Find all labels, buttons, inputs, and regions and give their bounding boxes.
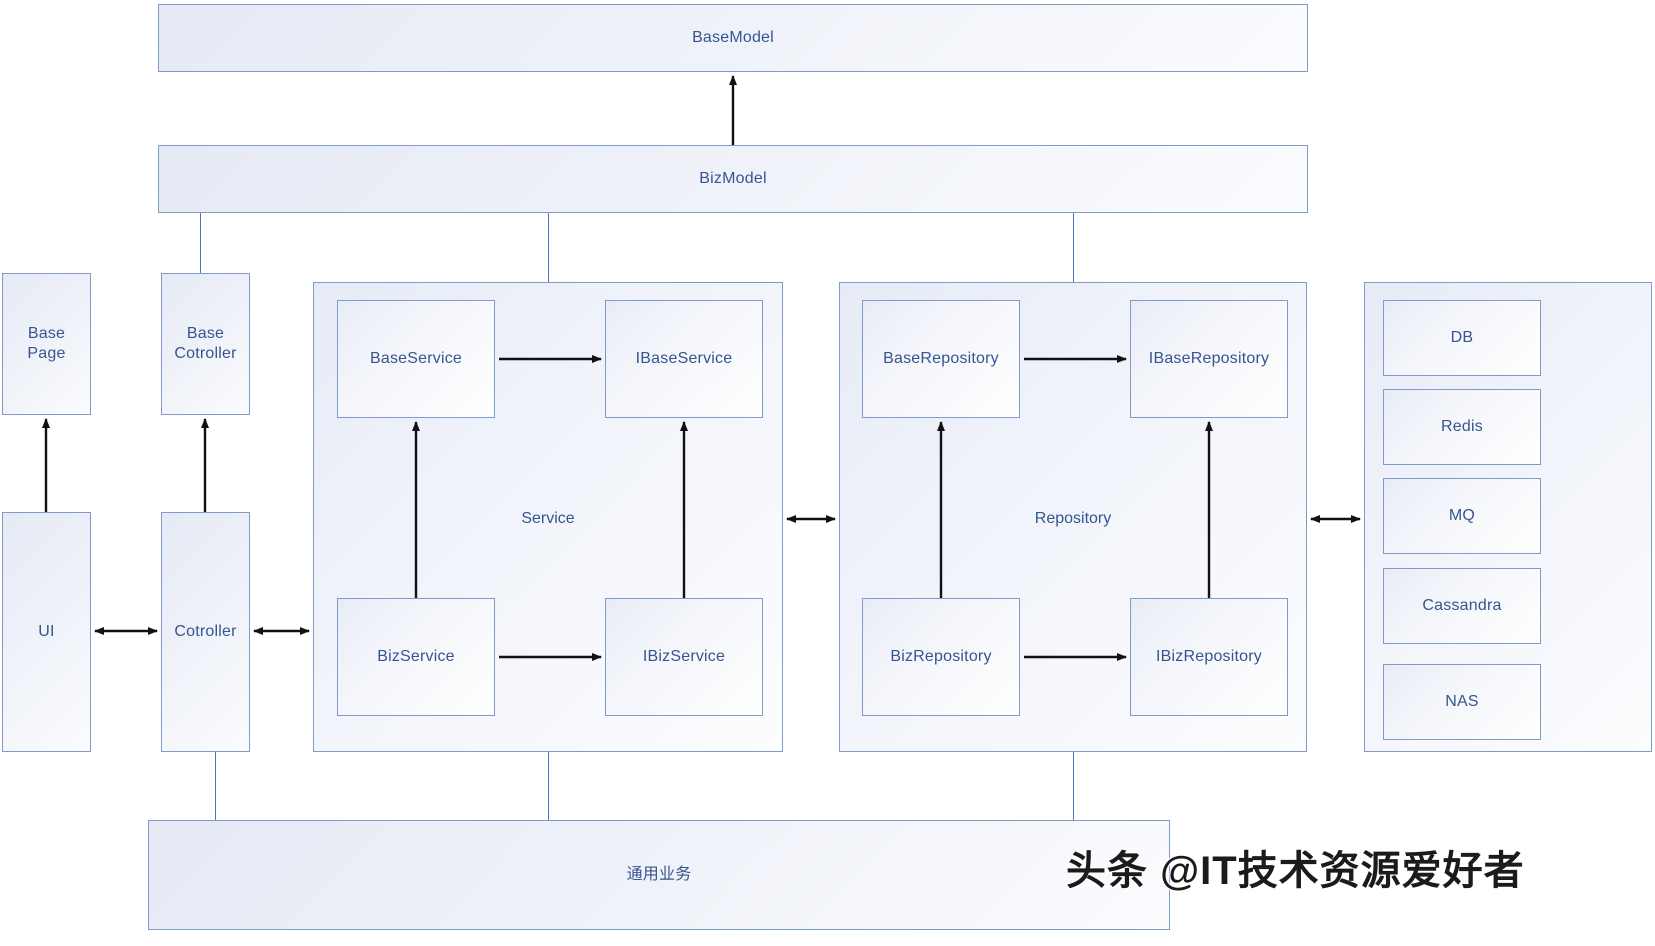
node-ibiz-service[interactable]: IBizService [605,598,763,716]
node-ibase-repository-label: IBaseRepository [1148,350,1270,367]
group-repository-label: Repository [1034,510,1112,527]
node-infra-cassandra-label: Cassandra [1422,597,1502,614]
node-infra-nas-label: NAS [1445,693,1479,710]
node-infra-nas[interactable]: NAS [1383,664,1541,740]
watermark-text: 头条 @IT技术资源爱好者 [1066,849,1525,893]
node-ibase-service-label: IBaseService [635,350,733,367]
node-biz-repository-label: BizRepository [890,648,992,665]
node-infra-db-label: DB [1450,329,1474,346]
connector-service-to-footer [548,752,549,820]
node-base-model[interactable]: BaseModel [158,4,1308,72]
node-infra-db[interactable]: DB [1383,300,1541,376]
node-base-model-label: BaseModel [692,29,774,46]
node-ibiz-repository-label: IBizRepository [1156,648,1262,665]
node-footer-common-business[interactable]: 通用业务 [148,820,1170,930]
node-biz-repository[interactable]: BizRepository [862,598,1020,716]
node-base-page-label: Base Page [27,325,66,362]
node-infra-redis-label: Redis [1441,418,1483,435]
connector-controller-to-footer [215,752,216,820]
node-infra-mq[interactable]: MQ [1383,478,1541,554]
node-base-controller[interactable]: Base Cotroller [161,273,250,415]
node-ibiz-repository[interactable]: IBizRepository [1130,598,1288,716]
node-biz-service-label: BizService [377,648,455,665]
node-ibase-repository[interactable]: IBaseRepository [1130,300,1288,418]
group-service-label: Service [521,510,575,527]
node-infra-cassandra[interactable]: Cassandra [1383,568,1541,644]
node-footer-label: 通用业务 [626,866,692,883]
node-base-page[interactable]: Base Page [2,273,91,415]
node-base-controller-label: Base Cotroller [174,325,237,362]
node-biz-model[interactable]: BizModel [158,145,1308,213]
node-base-repository[interactable]: BaseRepository [862,300,1020,418]
node-base-service-label: BaseService [369,350,463,367]
node-base-service[interactable]: BaseService [337,300,495,418]
node-controller[interactable]: Cotroller [161,512,250,752]
node-ibiz-service-label: IBizService [642,648,726,665]
node-ui[interactable]: UI [2,512,91,752]
node-infra-mq-label: MQ [1448,507,1476,524]
node-ibase-service[interactable]: IBaseService [605,300,763,418]
node-base-repository-label: BaseRepository [883,350,999,367]
node-biz-model-label: BizModel [699,170,767,187]
node-infra-redis[interactable]: Redis [1383,389,1541,465]
connector-bizmodel-to-service [548,212,549,282]
node-biz-service[interactable]: BizService [337,598,495,716]
connector-bizmodel-to-base-controller [200,212,201,274]
connector-repository-to-footer [1073,752,1074,820]
node-controller-label: Cotroller [174,623,237,640]
node-ui-label: UI [38,623,55,640]
connector-bizmodel-to-repository [1073,212,1074,282]
